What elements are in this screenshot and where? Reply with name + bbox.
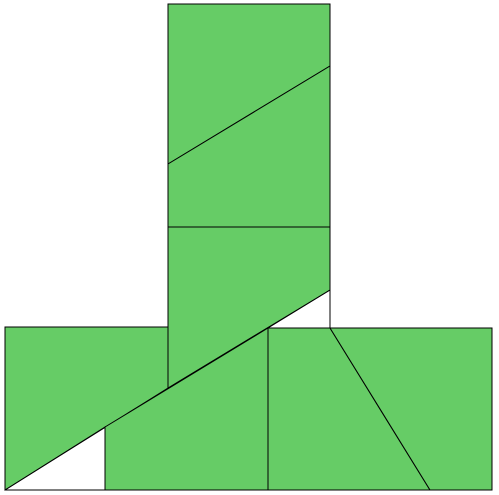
piece-left-triangle: [4, 326, 169, 491]
piece-right: [329, 327, 493, 491]
gap-left-outline: [4, 426, 106, 491]
gap-middle-outline: [267, 289, 331, 329]
